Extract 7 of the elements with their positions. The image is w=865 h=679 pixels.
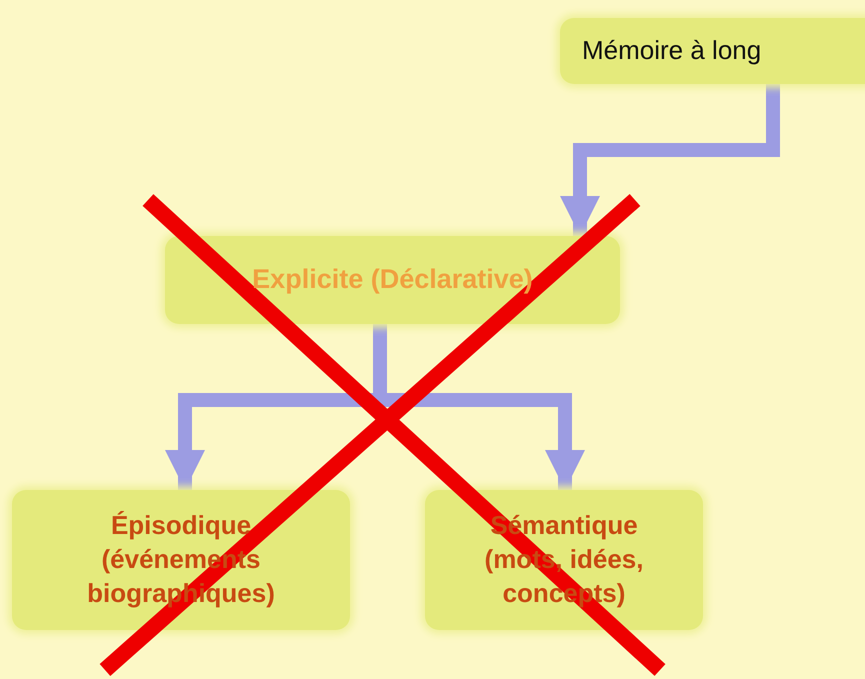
arrow: [560, 84, 780, 236]
concept-box: [165, 236, 620, 324]
concept-box: [425, 490, 703, 630]
box-label: Explicite (Déclarative): [252, 263, 533, 296]
box-label: Mémoire à long: [582, 34, 762, 68]
concept-box: [12, 490, 350, 630]
concept-box: [560, 18, 865, 84]
